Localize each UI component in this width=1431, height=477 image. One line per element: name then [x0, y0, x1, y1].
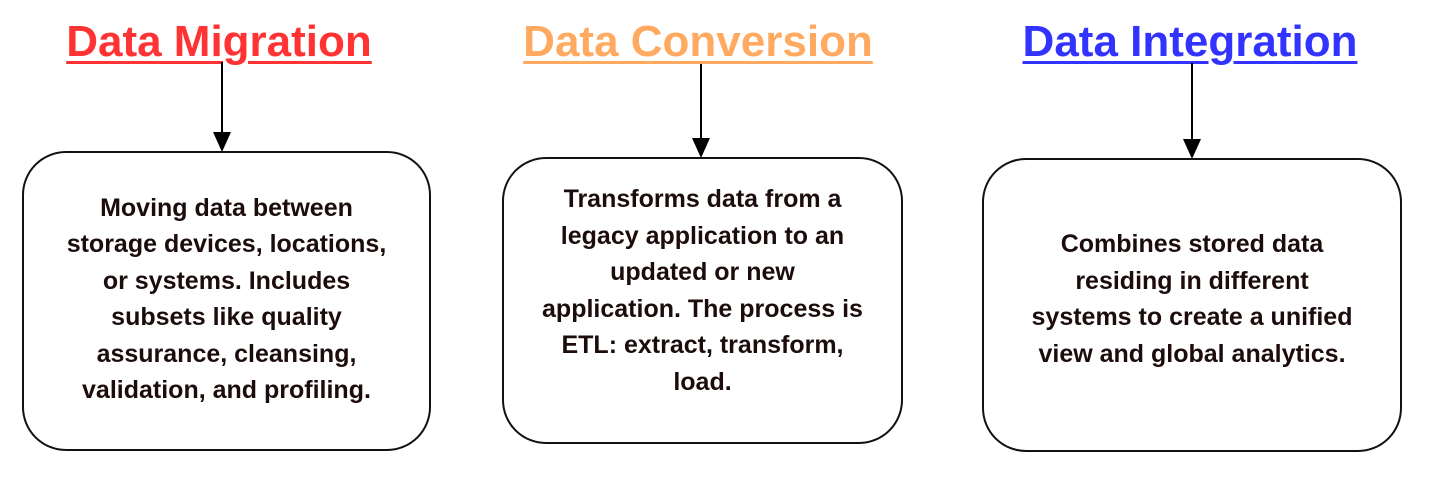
description-line: legacy application to an: [560, 221, 845, 250]
description-line: subsets like quality: [111, 303, 342, 331]
box-data-conversion: Transforms data from a legacy applicatio…: [502, 157, 903, 444]
title-data-migration: Data Migration: [66, 17, 372, 66]
description-line: systems to create a unified: [1031, 303, 1353, 331]
description-line: Combines stored data: [1060, 230, 1324, 258]
description-line: Moving data between: [100, 193, 353, 222]
arrow-down-icon: [213, 132, 231, 152]
arrow-line-integration: [1191, 63, 1193, 140]
description-line: storage devices, locations,: [66, 230, 387, 258]
description-line: load.: [673, 367, 732, 396]
description-data-integration: Combines stored data residing in differe…: [1032, 226, 1353, 372]
title-data-integration: Data Integration: [1022, 17, 1358, 66]
description-line: ETL: extract, transform,: [561, 331, 844, 359]
description-data-migration: Moving data between storage devices, loc…: [67, 190, 387, 409]
description-line: view and global analytics.: [1038, 339, 1346, 368]
description-line: application. The process is: [542, 294, 863, 323]
title-data-conversion: Data Conversion: [523, 17, 873, 66]
description-data-conversion: Transforms data from a legacy applicatio…: [542, 181, 863, 400]
description-line: residing in different: [1075, 266, 1309, 295]
box-data-migration: Moving data between storage devices, loc…: [22, 151, 431, 451]
description-line: validation, and profiling.: [82, 376, 371, 404]
description-line: updated or new: [610, 258, 795, 286]
description-line: assurance, cleansing,: [96, 339, 357, 368]
description-line: or systems. Includes: [102, 266, 351, 295]
box-data-integration: Combines stored data residing in differe…: [982, 158, 1402, 452]
arrow-line-migration: [221, 62, 223, 134]
arrow-line-conversion: [700, 64, 702, 140]
arrow-down-icon: [1183, 139, 1201, 159]
arrow-down-icon: [692, 138, 710, 158]
description-line: Transforms data from a: [563, 185, 842, 213]
